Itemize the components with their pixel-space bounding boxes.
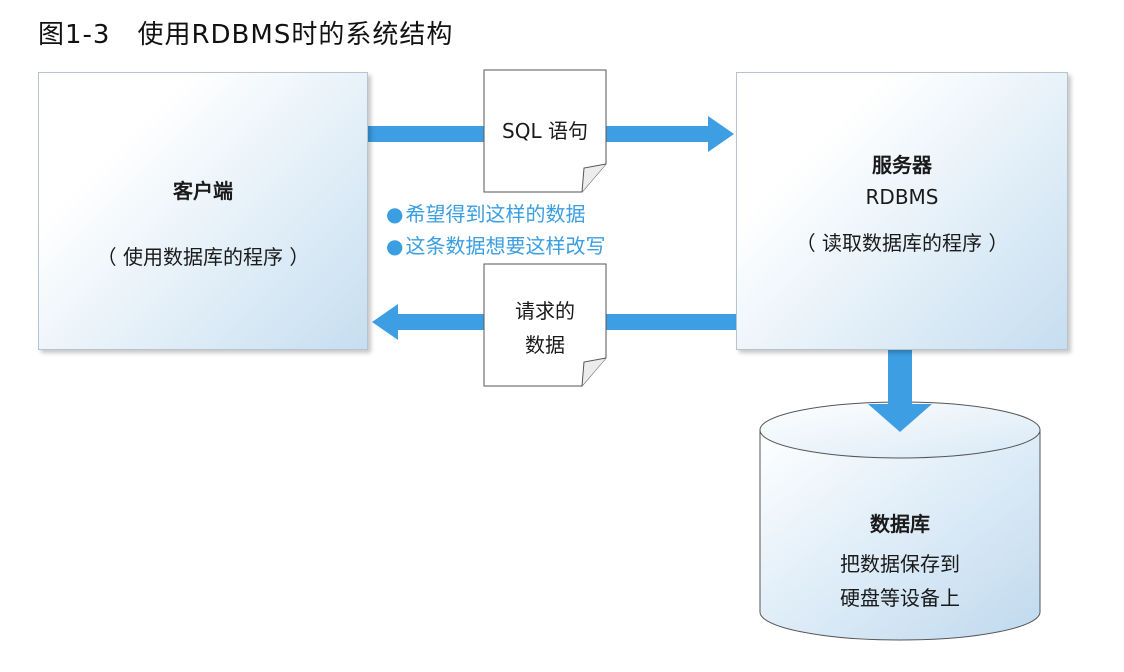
response-document-icon <box>483 263 607 387</box>
database-title: 数据库 <box>870 512 930 536</box>
server-title: 服务器 <box>872 153 932 177</box>
server-description: （ 读取数据库的程序 ） <box>795 231 1009 255</box>
client-description: （ 使用数据库的程序 ） <box>96 245 310 269</box>
response-document-line1: 请求的 <box>515 299 575 323</box>
bullet-dot-icon: ● <box>386 234 404 258</box>
figure-title: 图1-3 使用RDBMS时的系统结构 <box>38 20 454 50</box>
note-item: ●这条数据想要这样改写 <box>386 230 605 259</box>
response-arrow <box>372 304 736 340</box>
server-box: 服务器 RDBMS （ 读取数据库的程序 ） <box>736 72 1068 350</box>
client-title: 客户端 <box>173 179 233 203</box>
response-document-line2: 数据 <box>525 333 565 357</box>
request-arrow <box>368 116 734 152</box>
database-description-line2: 硬盘等设备上 <box>840 586 960 610</box>
server-rdbms: RDBMS <box>865 185 939 209</box>
database-description-line1: 把数据保存到 <box>840 552 960 576</box>
sql-document-icon <box>483 69 607 193</box>
note-text: 这条数据想要这样改写 <box>405 234 606 258</box>
note-text: 希望得到这样的数据 <box>405 202 586 226</box>
bullet-dot-icon: ● <box>386 202 404 226</box>
sql-document-label: SQL 语句 <box>502 119 588 143</box>
note-item: ●希望得到这样的数据 <box>386 198 585 227</box>
client-box: 客户端 （ 使用数据库的程序 ） <box>38 72 368 350</box>
